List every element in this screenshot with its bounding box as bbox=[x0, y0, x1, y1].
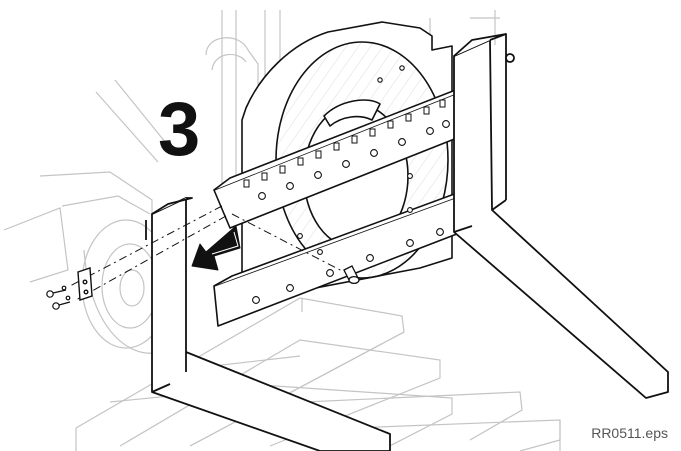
bar-bolts bbox=[252, 65, 450, 304]
chain-teeth bbox=[243, 99, 446, 188]
background-ghost-layer bbox=[3, 10, 561, 451]
file-label: RR0511.eps bbox=[591, 425, 668, 441]
bracket-plate bbox=[77, 267, 93, 301]
socket-screw bbox=[343, 265, 360, 285]
assembly-lines bbox=[69, 205, 345, 301]
step-number: 3 bbox=[158, 87, 201, 172]
left-fork bbox=[145, 197, 391, 451]
screw-icon bbox=[46, 285, 71, 310]
right-fork bbox=[453, 33, 669, 399]
arrow-left-down-icon bbox=[191, 225, 241, 271]
